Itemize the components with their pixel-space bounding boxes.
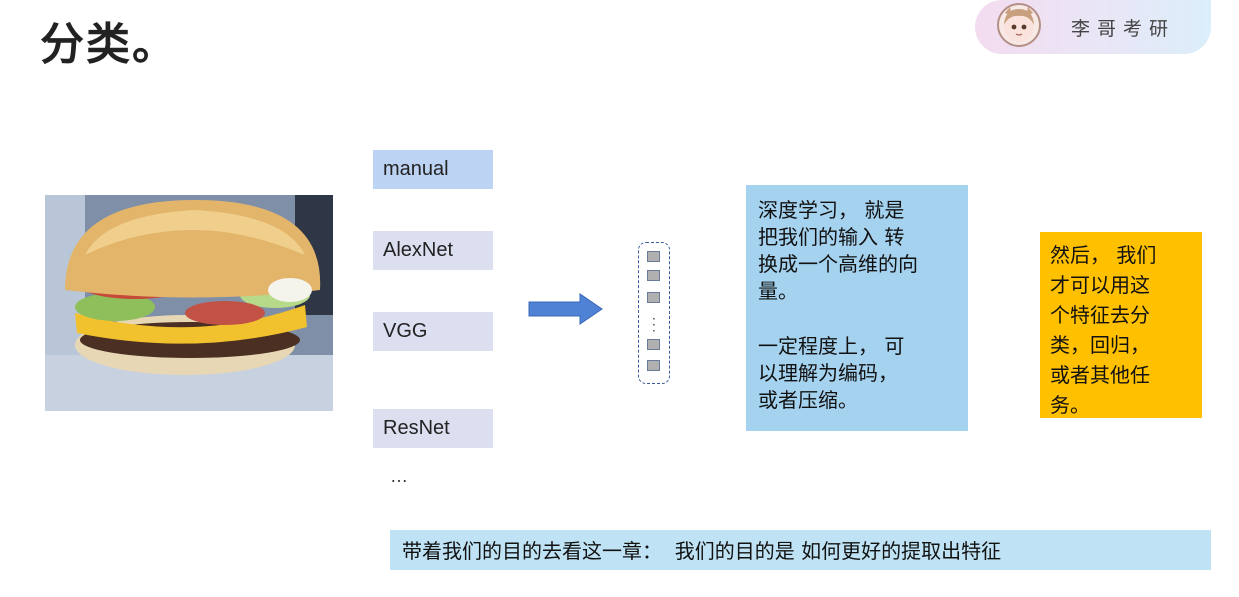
note-line: 把我们的输入 转 xyxy=(758,225,905,249)
avatar xyxy=(997,3,1041,47)
classification-note: 然后， 我们 才可以用这 个特征去分 类，回归， 或者其他任 务。 xyxy=(1040,232,1202,418)
vector-cell xyxy=(647,270,660,281)
note-line: 然后， 我们 xyxy=(1050,243,1157,267)
model-manual: manual xyxy=(373,150,493,189)
model-resnet: ResNet xyxy=(373,409,493,448)
vector-dots: ··· xyxy=(652,312,656,338)
note-line: 量。 xyxy=(758,279,798,303)
note-line: 或者压缩。 xyxy=(758,388,858,412)
vector-cell xyxy=(647,251,660,262)
note-line: 换成一个高维的向 xyxy=(758,252,918,276)
right-arrow-icon xyxy=(528,293,603,325)
vector-cell xyxy=(647,339,660,350)
brand-name: 李哥考研 xyxy=(1071,18,1176,40)
model-vgg: VGG xyxy=(373,312,493,351)
note-line: 才可以用这 xyxy=(1050,273,1150,297)
feature-vector-icon: ··· xyxy=(638,242,670,384)
note-line: 以理解为编码， xyxy=(758,361,898,385)
vector-cell xyxy=(647,292,660,303)
note-line: 类，回归， xyxy=(1050,333,1150,357)
chapter-goal-banner: 带着我们的目的去看这一章： 我们的目的是 如何更好的提取出特征 xyxy=(390,530,1211,570)
note-line: 深度学习， 就是 xyxy=(758,198,905,222)
note-line: 或者其他任 xyxy=(1050,363,1150,387)
note-line: 务。 xyxy=(1050,393,1090,417)
brand-badge: 李哥考研 xyxy=(975,0,1211,54)
note-line: 一定程度上， 可 xyxy=(758,334,905,358)
vector-cell xyxy=(647,360,660,371)
note-line: 个特征去分 xyxy=(1050,303,1150,327)
page-title: 分类。 xyxy=(40,19,178,70)
model-ellipsis: … xyxy=(390,466,408,486)
deep-learning-note: 深度学习， 就是 把我们的输入 转 换成一个高维的向 量。 一定程度上， 可 以… xyxy=(746,185,968,431)
hamburger-photo xyxy=(45,195,333,411)
model-alexnet: AlexNet xyxy=(373,231,493,270)
